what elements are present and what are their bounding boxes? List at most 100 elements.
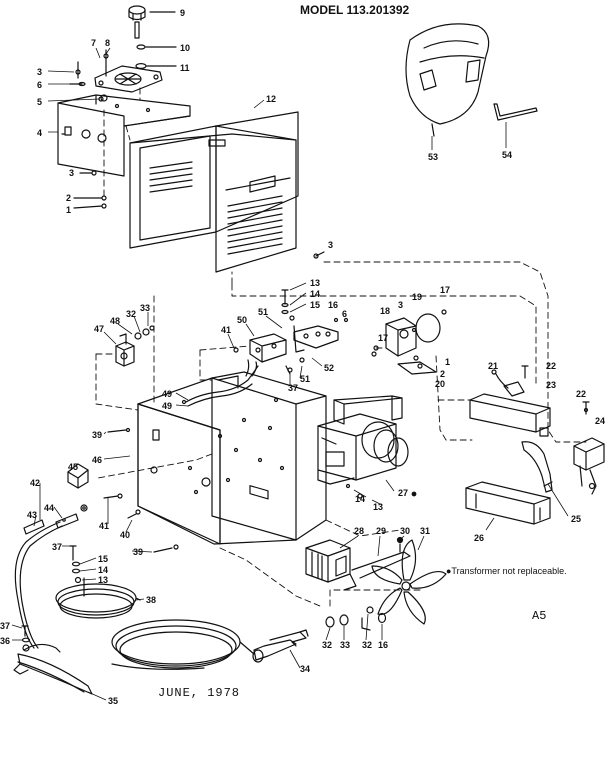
callout-10: 10 [180, 43, 191, 53]
callout-6: 6 [37, 80, 43, 90]
callout-36: 36 [0, 636, 11, 646]
callout-14: 14 [98, 565, 109, 575]
assembly-leader-lines [95, 87, 587, 607]
callout-32: 32 [362, 640, 373, 650]
cable-sleeves [23, 504, 88, 535]
callout-1: 1 [445, 357, 451, 367]
callout-29: 29 [376, 526, 387, 536]
transformer-note: ●Transformer not replaceable. [446, 566, 567, 576]
callout-37: 37 [52, 542, 63, 552]
knob-assembly [128, 5, 177, 69]
callout-32: 32 [322, 640, 333, 650]
callout-27: 27 [398, 488, 409, 498]
callout-26: 26 [474, 533, 485, 543]
shunt-bracket [465, 481, 551, 525]
callout-25: 25 [571, 514, 582, 524]
callout-22: 22 [576, 389, 587, 399]
thermal-breaker [373, 309, 447, 375]
terminal-block [573, 407, 605, 495]
model-title: MODEL 113.201392 [300, 3, 410, 17]
callout-49: 49 [162, 401, 173, 411]
wire-harness [181, 359, 259, 407]
callout-23: 23 [546, 380, 557, 390]
callout-6: 6 [342, 309, 348, 319]
callout-31: 31 [420, 526, 431, 536]
callout-43: 43 [27, 510, 38, 520]
callout-33: 33 [140, 303, 151, 313]
rectifier-diode [491, 369, 525, 397]
callout-17: 17 [440, 285, 451, 295]
callout-51: 51 [300, 374, 311, 384]
callout-30: 30 [400, 526, 411, 536]
callout-13: 13 [310, 278, 321, 288]
callout-8: 8 [105, 38, 111, 48]
cabinet-wrapper [129, 111, 299, 273]
welding-helmet [405, 23, 490, 137]
callout-49: 49 [162, 389, 173, 399]
callout-48: 48 [110, 316, 121, 326]
callout-41: 41 [221, 325, 232, 335]
callout-18: 18 [380, 306, 391, 316]
callout-37: 37 [0, 621, 11, 631]
callout-11: 11 [180, 63, 190, 73]
callout-9: 9 [180, 8, 186, 18]
callout-40: 40 [120, 530, 131, 540]
callout-39: 39 [133, 547, 144, 557]
callout-13: 13 [373, 502, 384, 512]
callout-21: 21 [488, 361, 499, 371]
callout-14: 14 [355, 494, 366, 504]
welding-cables [14, 521, 255, 670]
callout-37: 37 [288, 383, 299, 393]
callout-3: 3 [398, 300, 404, 310]
callout-45: 45 [68, 462, 79, 472]
hardware-stack-upper [281, 289, 305, 375]
lower-hardware [325, 606, 387, 631]
callout-24: 24 [595, 416, 606, 426]
callout-20: 20 [435, 379, 446, 389]
callout-44: 44 [44, 503, 55, 513]
electrode-holder [252, 629, 309, 663]
callout-16: 16 [378, 640, 389, 650]
callout-5: 5 [37, 97, 43, 107]
transformer [317, 395, 417, 497]
callout-52: 52 [324, 363, 335, 373]
callout-19: 19 [412, 292, 423, 302]
lug-hardware [21, 545, 82, 643]
callout-46: 46 [92, 455, 103, 465]
callout-42: 42 [30, 478, 41, 488]
callout-32: 32 [126, 309, 137, 319]
terminal-strip [293, 317, 339, 349]
selector-switch [94, 49, 163, 93]
callout-15: 15 [98, 554, 109, 564]
callout-16: 16 [328, 300, 339, 310]
callout-41: 41 [99, 521, 110, 531]
callout-3: 3 [328, 240, 334, 250]
callout-17: 17 [378, 333, 389, 343]
callout-39: 39 [92, 430, 103, 440]
callout-28: 28 [354, 526, 365, 536]
callout-47: 47 [94, 324, 105, 334]
callout-54: 54 [502, 150, 513, 160]
callout-34: 34 [300, 664, 311, 674]
callout-3: 3 [69, 168, 75, 178]
rectifier-bracket [469, 393, 551, 437]
date-note: JUNE, 1978 [158, 686, 241, 700]
callout-2: 2 [66, 193, 72, 203]
callout-53: 53 [428, 152, 439, 162]
fan-motor [305, 536, 411, 591]
frame-screws [61, 61, 377, 553]
callout-13: 13 [98, 575, 109, 585]
page-code: A5 [532, 609, 547, 623]
callout-3: 3 [37, 67, 43, 77]
heat-sink [67, 463, 89, 489]
callout-1: 1 [66, 205, 72, 215]
callout-50: 50 [237, 315, 248, 325]
callout-12: 12 [266, 94, 277, 104]
hex-wrench [493, 103, 538, 121]
callout-15: 15 [310, 300, 321, 310]
callout-33: 33 [340, 640, 351, 650]
callout-51: 51 [258, 307, 269, 317]
callout-2: 2 [440, 369, 446, 379]
